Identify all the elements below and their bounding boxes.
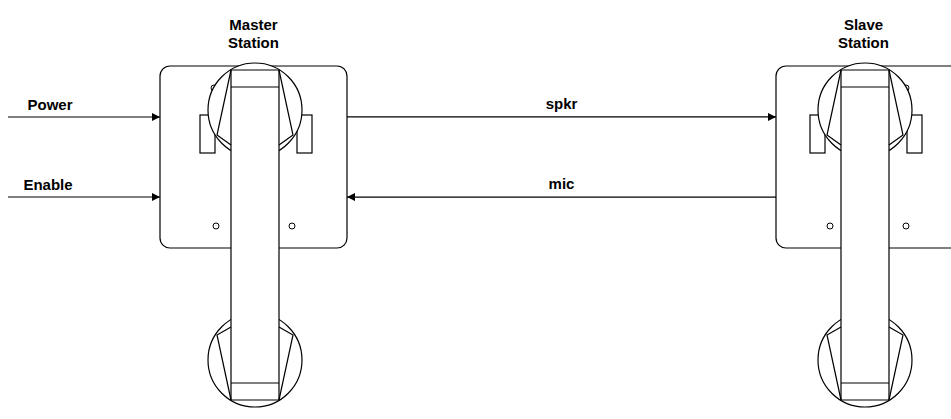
station-heading: Master Station — [228, 16, 279, 52]
wire-label: spkr — [544, 95, 580, 113]
station-box: Slave Station — [776, 66, 951, 248]
station-heading: Slave Station — [838, 16, 889, 52]
signal-wire — [347, 116, 776, 117]
signal-wire — [347, 196, 776, 197]
signal-name: Power — [25, 96, 74, 114]
signal-name: Enable — [21, 176, 74, 194]
wire-label: mic — [547, 175, 577, 193]
station-box: Master Station — [160, 66, 347, 248]
